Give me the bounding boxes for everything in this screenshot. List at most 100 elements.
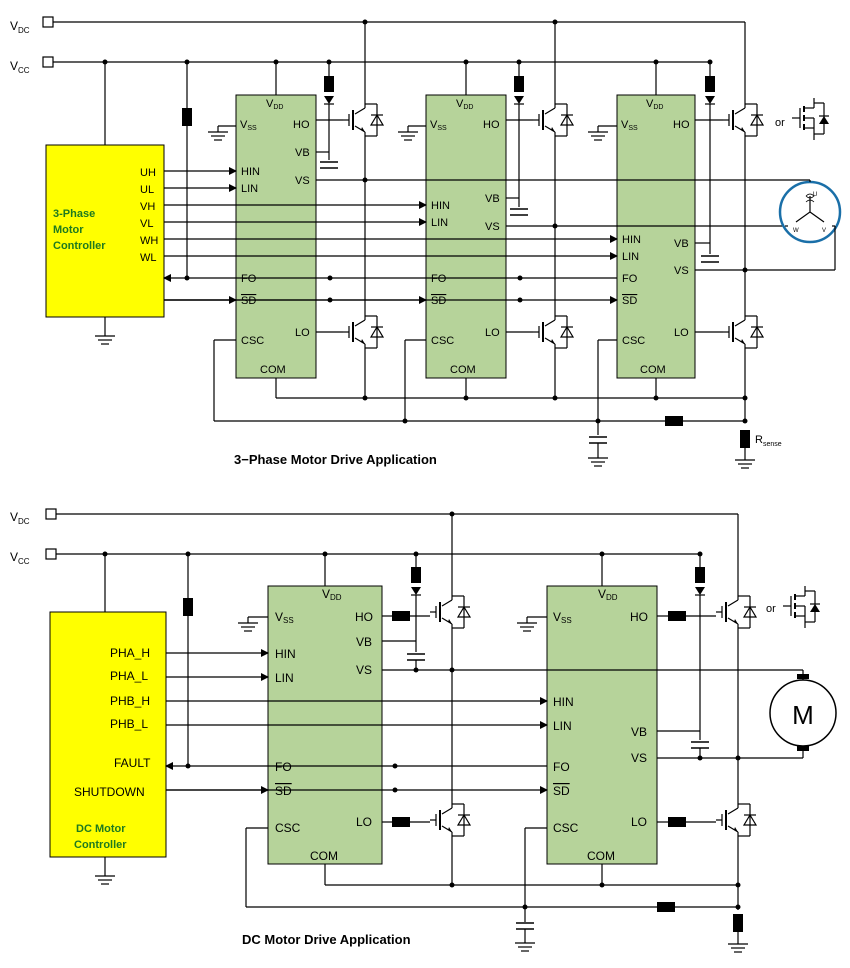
signal-wh: WH [140,235,158,247]
ic2-hin: HIN [431,200,450,212]
driver-ic-b [546,585,658,865]
signal-pha-h: PHA_H [110,646,150,660]
controller-label-3: Controller [53,240,106,252]
vdc-label-bottom: VDC [10,510,30,526]
ica-fo: FO [275,760,292,774]
signal-vh: VH [140,201,155,213]
vdc-terminal-top [42,16,54,28]
ic3-sd: SD [622,295,637,307]
icb-hin: HIN [553,695,574,709]
ic2-com: COM [450,364,476,376]
icb-vss: VSS [553,610,572,625]
vcc-terminal-bottom [45,548,57,560]
ic3-vb: VB [674,238,689,250]
icb-vdd: VDD [598,587,618,602]
ic2-vss: VSS [430,119,447,132]
ic1-sd: SD [241,295,256,307]
ica-ho: HO [355,610,373,624]
ic3-lo: LO [674,327,689,339]
ic1-vs: VS [295,175,310,187]
ic3-ho: HO [673,119,690,131]
ic1-ho: HO [293,119,310,131]
controller-label-2: Motor [53,224,84,236]
signal-phb-l: PHB_L [110,717,148,731]
ica-lo: LO [356,815,372,829]
ic2-csc: CSC [431,335,454,347]
vcc-terminal-top [42,56,54,68]
ic2-lin: LIN [431,217,448,229]
dc-motor-controller [49,611,167,858]
ic2-lo: LO [485,327,500,339]
signal-ul: UL [140,184,154,196]
ic3-com: COM [640,364,666,376]
vdc-terminal-bottom [45,508,57,520]
ic2-vdd: VDD [456,98,473,111]
icb-ho: HO [630,610,648,624]
icb-lo: LO [631,815,647,829]
caption-three-phase: 3−Phase Motor Drive Application [234,452,437,467]
ic3-vs: VS [674,265,689,277]
ica-vdd: VDD [322,587,342,602]
ic1-vb: VB [295,147,310,159]
ic1-hin: HIN [241,166,260,178]
driver-ic-2 [425,94,507,379]
motor-terminal-u: U [813,192,817,198]
ic1-vss: VSS [240,119,257,132]
dc-motor-label: M [792,700,814,730]
ic2-vs: VS [485,221,500,233]
ic3-lin: LIN [622,251,639,263]
motor-controller-3phase [45,144,165,318]
ica-csc: CSC [275,821,301,835]
signal-shutdown: SHUTDOWN [74,785,145,799]
icb-lin: LIN [553,719,572,733]
rsense-label: Rsense [755,434,782,448]
icb-fo: FO [553,760,570,774]
signal-fault: FAULT [114,756,151,770]
ic1-lin: LIN [241,183,258,195]
ic3-csc: CSC [622,335,645,347]
dc-controller-label-1: DC Motor [76,823,126,835]
ic2-ho: HO [483,119,500,131]
ic3-fo: FO [622,273,638,285]
driver-ic-1 [235,94,317,379]
ic2-fo: FO [431,273,447,285]
ic1-csc: CSC [241,335,264,347]
signal-wl: WL [140,252,157,264]
ica-lin: LIN [275,671,294,685]
icb-com: COM [587,849,615,863]
caption-dc-motor: DC Motor Drive Application [242,932,411,947]
ica-hin: HIN [275,647,296,661]
ic3-vss: VSS [621,119,638,132]
icb-vs: VS [631,751,647,765]
signal-vl: VL [140,218,153,230]
motor-terminal-v: V [822,228,826,234]
signal-pha-l: PHA_L [110,669,148,683]
icb-csc: CSC [553,821,579,835]
vcc-label-top: VCC [10,59,30,75]
ic1-vdd: VDD [266,98,283,111]
motor-terminal-w: W [793,228,799,234]
ic1-lo: LO [295,327,310,339]
vcc-label-bottom: VCC [10,550,30,566]
icb-vb: VB [631,725,647,739]
ic1-fo: FO [241,273,257,285]
ic3-vdd: VDD [646,98,663,111]
ica-vss: VSS [275,610,294,625]
vdc-label-top: VDC [10,19,30,35]
ic3-hin: HIN [622,234,641,246]
ic2-vb: VB [485,193,500,205]
or-label-bottom: or [766,603,776,615]
ica-vb: VB [356,635,372,649]
signal-uh: UH [140,167,156,179]
ica-sd: SD [275,784,292,798]
dc-controller-label-2: Controller [74,839,127,851]
icb-sd: SD [553,784,570,798]
ica-com: COM [310,849,338,863]
controller-label-1: 3-Phase [53,208,95,220]
ic2-sd: SD [431,295,446,307]
ic1-com: COM [260,364,286,376]
ica-vs: VS [356,663,372,677]
or-label-top: or [775,117,785,129]
signal-phb-h: PHB_H [110,694,150,708]
